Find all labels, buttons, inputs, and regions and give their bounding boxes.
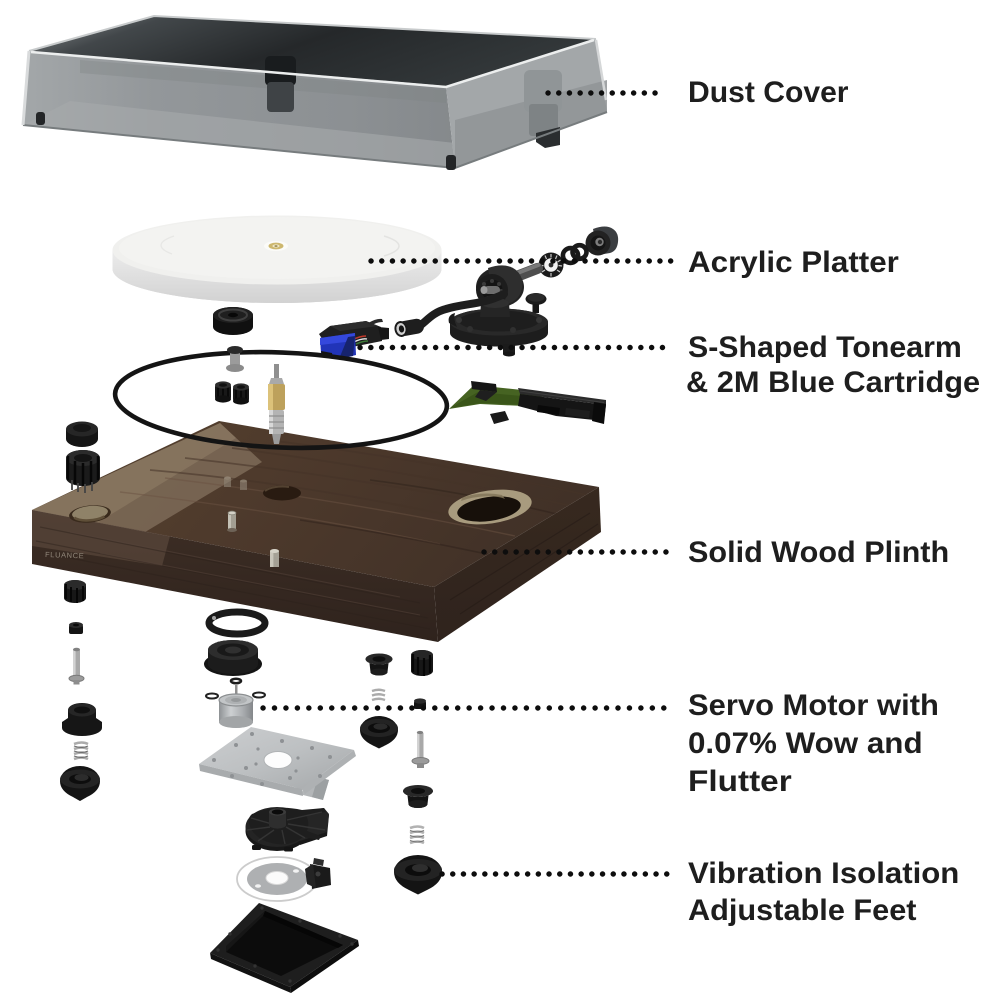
svg-text:FLUANCE: FLUANCE: [45, 550, 85, 560]
